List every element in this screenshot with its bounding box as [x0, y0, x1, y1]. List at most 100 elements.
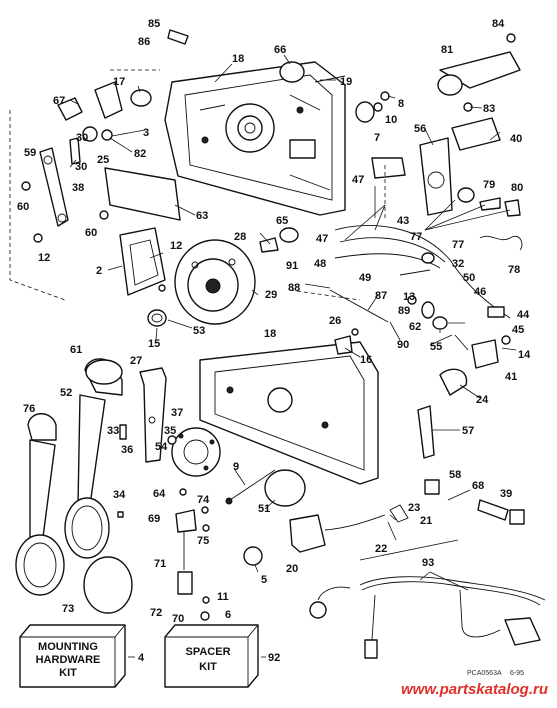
callout: 41 [505, 371, 517, 383]
callout: 85 [148, 18, 160, 30]
callout: 47 [352, 174, 364, 186]
callout: 5 [261, 574, 267, 586]
upper-housing [164, 61, 346, 216]
callout: 33 [107, 425, 119, 437]
control-handles [15, 358, 133, 614]
lever-assembly [117, 367, 221, 621]
callout: 7 [374, 132, 380, 144]
callout: 20 [286, 563, 298, 575]
callout: 19 [340, 76, 352, 88]
callout: 17 [113, 76, 125, 88]
leader-lines [69, 54, 517, 591]
callout: 29 [265, 289, 277, 301]
callout: 71 [154, 558, 166, 570]
callout: 76 [23, 403, 35, 415]
callout: 77 [452, 239, 464, 251]
callout: 9 [233, 461, 239, 473]
callout: 90 [397, 339, 409, 351]
callout: 64 [153, 488, 166, 500]
callout: 18 [264, 328, 276, 340]
callout: 69 [148, 513, 160, 525]
callout: 66 [274, 44, 286, 56]
callout: 68 [472, 480, 484, 492]
callout: 51 [258, 503, 270, 515]
callout: 43 [397, 215, 409, 227]
callout: 91 [286, 260, 298, 272]
figure-date: 6-95 [510, 670, 524, 677]
callout: 2 [96, 265, 102, 277]
mounting-kit-line3: KIT [59, 667, 77, 679]
callout: 59 [24, 147, 36, 159]
callout: 79 [483, 179, 495, 191]
callout: 38 [72, 182, 84, 194]
cover-plate [119, 227, 299, 327]
callout: 49 [359, 272, 371, 284]
callout: 62 [409, 321, 421, 333]
callout: 93 [422, 557, 434, 569]
callout: 37 [171, 407, 183, 419]
callout: 3 [143, 127, 149, 139]
mounting-kit-line1: MOUNTING [38, 641, 98, 653]
callout: 87 [375, 290, 387, 302]
callout: 73 [62, 603, 74, 615]
callout: 23 [408, 502, 420, 514]
callout: 25 [97, 154, 109, 166]
callout: 21 [420, 515, 432, 527]
callout: 63 [196, 210, 208, 222]
watermark-link[interactable]: www.partskatalog.ru [401, 681, 548, 698]
callout: 83 [483, 103, 495, 115]
callout: 45 [512, 324, 524, 336]
callout: 10 [385, 114, 397, 126]
callout: 80 [511, 182, 523, 194]
callout: 44 [517, 309, 530, 321]
callout: 15 [148, 338, 160, 350]
callout: 53 [193, 325, 205, 337]
spacer-kit-line1: SPACER [185, 646, 230, 658]
figure-code: PCA0563A [467, 670, 502, 677]
upper-left-parts [21, 29, 189, 243]
spacer-kit-ref: 92 [268, 652, 280, 664]
callout: 57 [462, 425, 474, 437]
callout: 75 [197, 535, 209, 547]
callout: 30 [75, 161, 87, 173]
callout: 12 [38, 252, 50, 264]
callout: 11 [217, 591, 229, 603]
callout: 78 [508, 264, 520, 276]
lower-housing [199, 341, 379, 485]
callout: 24 [476, 394, 489, 406]
kit-outline [9, 69, 386, 301]
right-side-parts [279, 33, 525, 525]
callout: 36 [121, 444, 133, 456]
spacer-kit-box: SPACER KIT 92 [164, 624, 280, 688]
mounting-hardware-kit-box: MOUNTING HARDWARE KIT 4 [19, 624, 145, 688]
callout: 74 [197, 494, 210, 506]
callout: 48 [314, 258, 326, 270]
callout: 14 [518, 349, 531, 361]
callout: 54 [155, 441, 168, 453]
callout: 18 [232, 53, 244, 65]
callout: 65 [276, 215, 288, 227]
callout: 55 [430, 341, 442, 353]
callout: 30 [76, 132, 88, 144]
callout: 6 [225, 609, 231, 621]
callout: 34 [113, 489, 126, 501]
callout: 26 [329, 315, 341, 327]
callout: 16 [360, 354, 372, 366]
callout: 82 [134, 148, 146, 160]
callout: 47 [316, 233, 328, 245]
callout: 58 [449, 469, 461, 481]
callout: 84 [492, 18, 505, 30]
callout: 13 [403, 291, 415, 303]
spacer-kit-line2: KIT [199, 661, 217, 673]
callout: 39 [500, 488, 512, 500]
callout: 70 [172, 613, 184, 625]
callout: 52 [60, 387, 72, 399]
callout: 89 [398, 305, 410, 317]
callout: 88 [288, 282, 300, 294]
callout: 28 [234, 231, 246, 243]
callout: 22 [375, 543, 387, 555]
callout: 27 [130, 355, 142, 367]
callout: 77 [410, 231, 422, 243]
callout: 40 [510, 133, 522, 145]
